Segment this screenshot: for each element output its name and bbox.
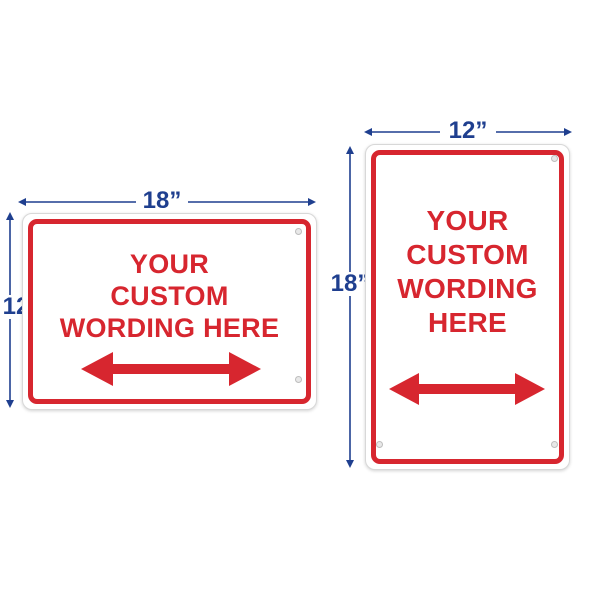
mounting-hole xyxy=(295,228,302,235)
mounting-hole xyxy=(551,155,558,162)
portrait-height-dimension-line xyxy=(346,146,354,468)
double-headed-arrow-icon xyxy=(389,373,545,405)
sign-text-line: WORDING xyxy=(397,273,538,304)
portrait-sign-border xyxy=(371,150,564,464)
portrait-width-label: 12” xyxy=(440,119,496,143)
mounting-hole xyxy=(376,441,383,448)
sign-text-line: HERE xyxy=(428,307,507,338)
landscape-sign-text: YOUR CUSTOM WORDING HERE xyxy=(23,248,316,344)
mounting-hole xyxy=(295,376,302,383)
portrait-sign: YOUR CUSTOM WORDING HERE xyxy=(365,144,570,470)
sign-text-line: WORDING HERE xyxy=(59,313,280,343)
landscape-sign: YOUR CUSTOM WORDING HERE xyxy=(22,213,317,410)
mounting-hole xyxy=(551,441,558,448)
landscape-width-label: 18” xyxy=(136,189,188,213)
sign-text-line: CUSTOM xyxy=(406,239,529,270)
double-headed-arrow-icon xyxy=(81,352,261,386)
portrait-sign-text: YOUR CUSTOM WORDING HERE xyxy=(366,204,569,340)
landscape-sign-border xyxy=(28,219,311,404)
sign-text-line: YOUR xyxy=(129,249,210,279)
sign-text-line: CUSTOM xyxy=(110,281,229,311)
sign-text-line: YOUR xyxy=(426,205,509,236)
